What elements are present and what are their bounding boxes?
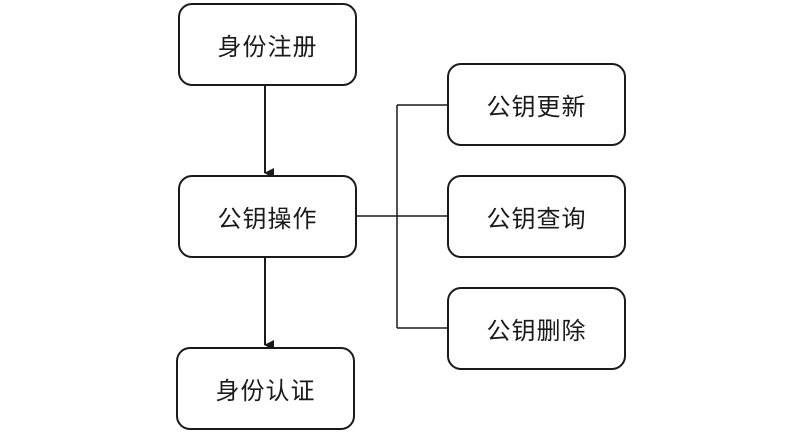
node-identity-registration: 身份注册: [178, 3, 357, 86]
node-public-key-delete: 公钥删除: [447, 287, 626, 370]
node-identity-authentication: 身份认证: [176, 347, 355, 430]
node-public-key-operation: 公钥操作: [178, 175, 357, 258]
node-public-key-update: 公钥更新: [447, 63, 626, 146]
node-public-key-query: 公钥查询: [447, 175, 626, 258]
